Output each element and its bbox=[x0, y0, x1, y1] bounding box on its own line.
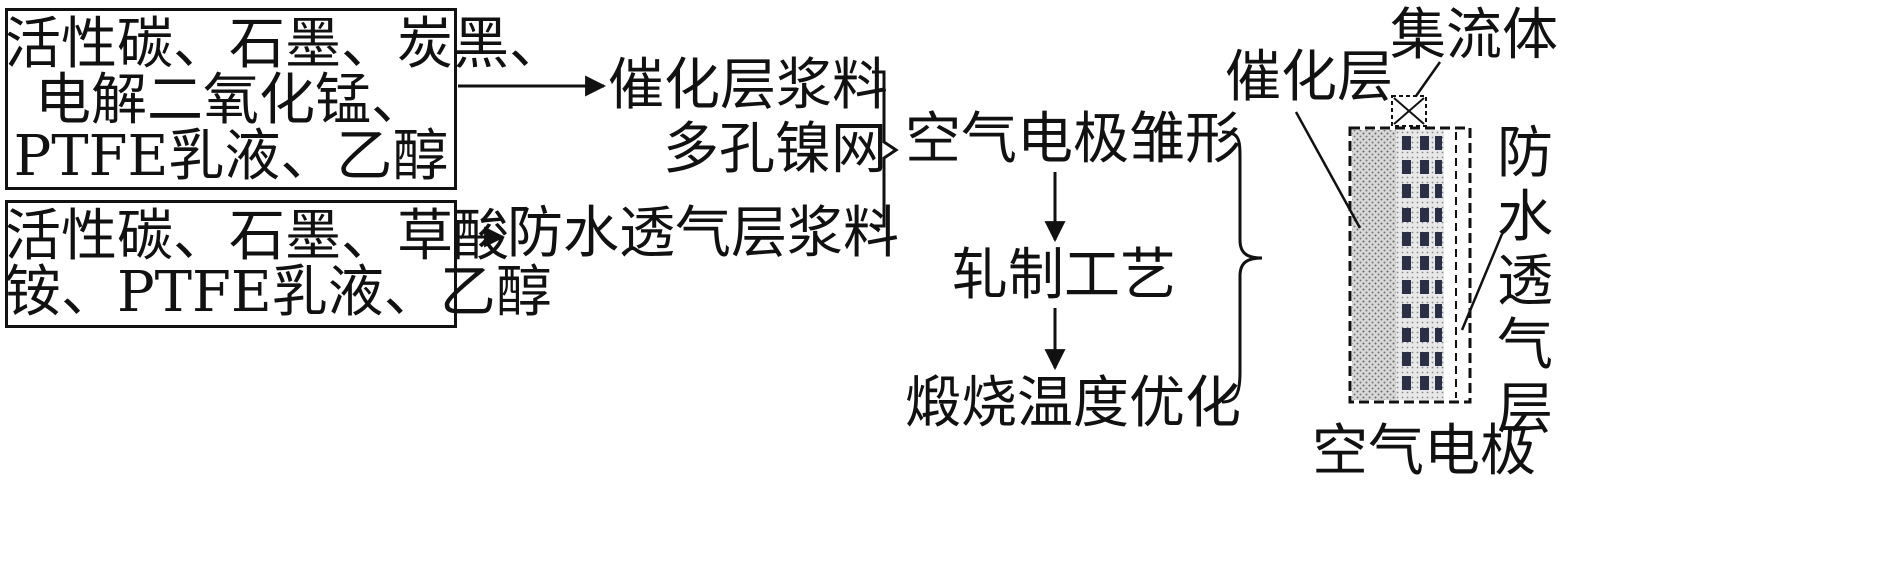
waterproof-slurry-label: 防水透气层浆料 bbox=[507, 201, 899, 266]
waterproof-layer-char: 水 bbox=[1497, 185, 1553, 250]
materials-box-catalyst bbox=[5, 8, 457, 190]
mesh-grid-cells bbox=[1402, 136, 1442, 390]
nickel-mesh-label: 多孔镍网 bbox=[663, 117, 887, 182]
leader-current-collector bbox=[1414, 61, 1442, 97]
merge-bracket bbox=[872, 70, 899, 228]
leader-catalyst-layer bbox=[1294, 111, 1362, 229]
waterproof-layer-char: 防 bbox=[1497, 121, 1553, 186]
air-electrode-drawing bbox=[1348, 95, 1472, 404]
catalyst-slurry-label: 催化层浆料 bbox=[608, 53, 888, 118]
current-collector-label: 集流体 bbox=[1390, 3, 1558, 68]
waterproof-layer-char: 气 bbox=[1497, 313, 1553, 378]
waterproof-layer-char: 层 bbox=[1497, 377, 1553, 442]
materials-box-catalyst-line2: 电解二氧化锰、 bbox=[35, 68, 427, 133]
waterproof-layer-char: 透 bbox=[1497, 249, 1553, 314]
air-electrode-caption: 空气电极 bbox=[1312, 419, 1536, 484]
materials-box-waterproof-line1: 活性碳、石墨、草酸 bbox=[5, 204, 509, 269]
materials-box-catalyst-line3: PTFE乳液、乙醇 bbox=[13, 124, 449, 189]
catalyst-layer-label: 催化层 bbox=[1225, 45, 1393, 110]
waterproof-layer-label: 防 水 透 气 层 bbox=[1495, 122, 1555, 442]
leader-waterproof-layer bbox=[1460, 233, 1504, 331]
rolling-process-label: 轧制工艺 bbox=[952, 243, 1176, 308]
electrode-prototype-label: 空气电极雏形 bbox=[905, 107, 1241, 172]
catalyst-layer-block bbox=[1352, 130, 1396, 400]
materials-box-waterproof bbox=[5, 200, 457, 328]
calcination-label: 煅烧温度优化 bbox=[905, 371, 1241, 436]
result-brace bbox=[1221, 130, 1263, 404]
